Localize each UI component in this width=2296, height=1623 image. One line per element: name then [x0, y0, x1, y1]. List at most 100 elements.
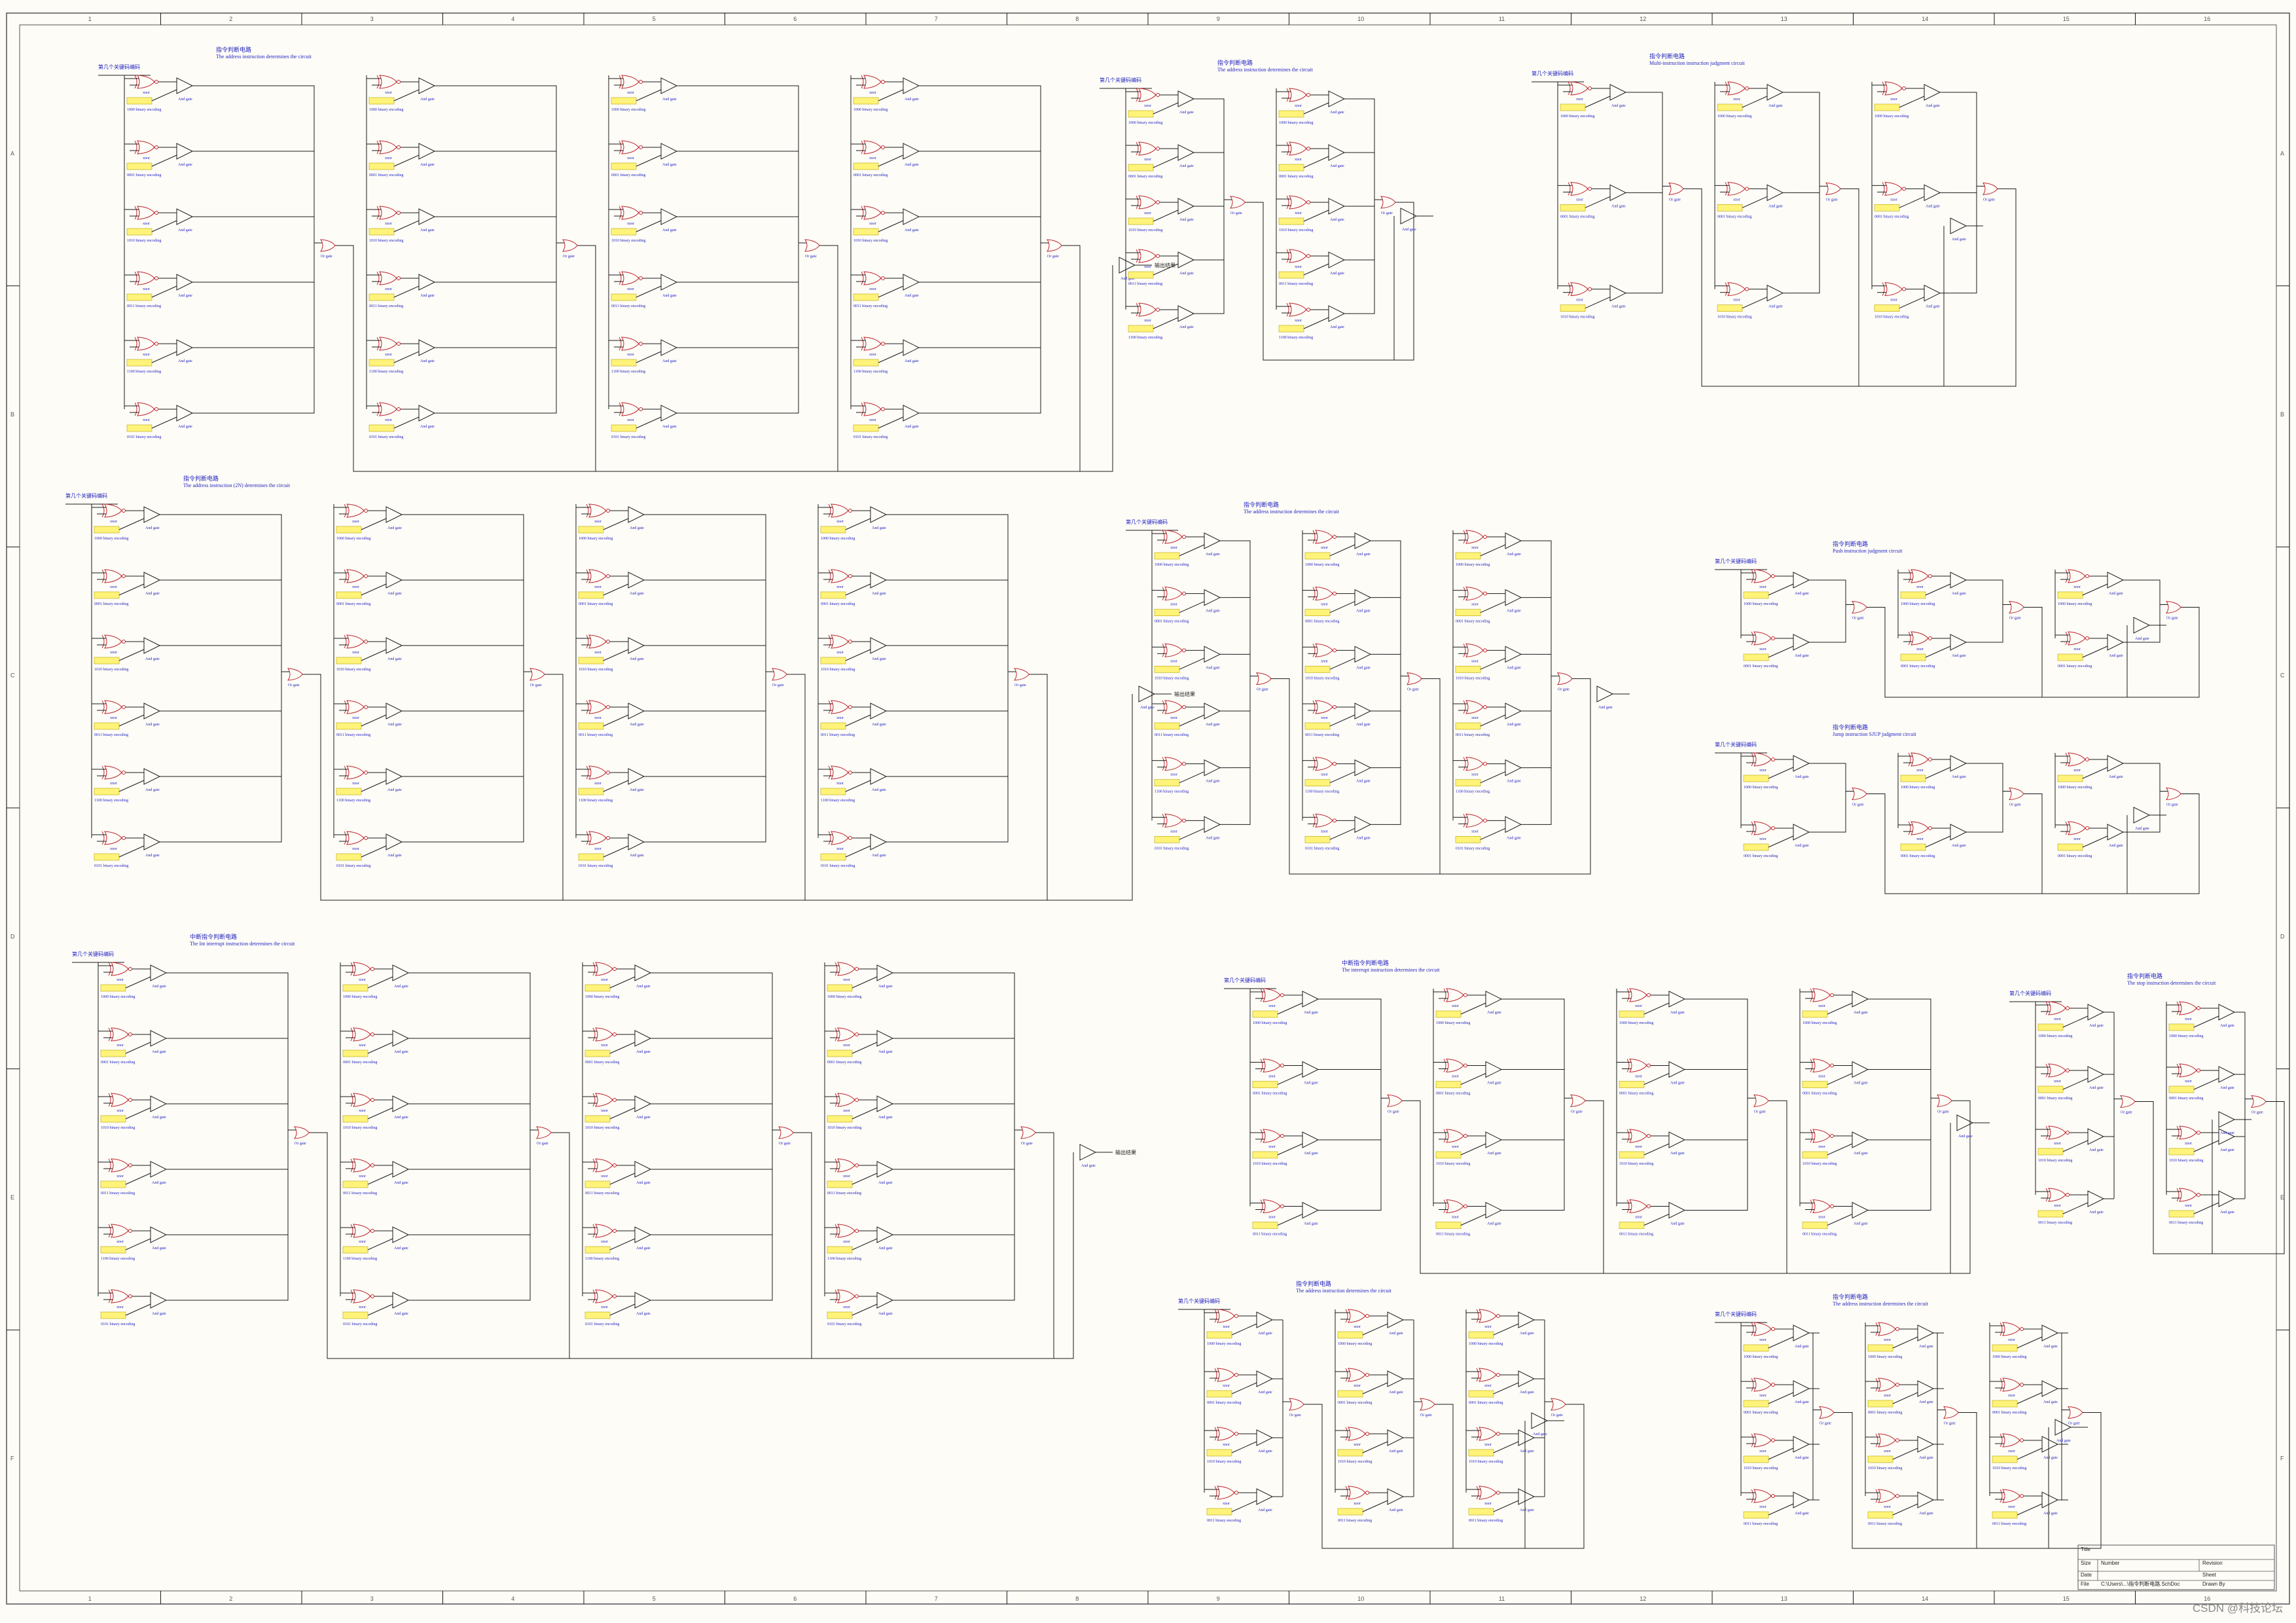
const-to-and: [1925, 835, 1951, 848]
or-body: [1230, 196, 1246, 209]
and-body: [176, 143, 194, 160]
xnor-label: xnor: [1471, 716, 1479, 720]
xnor-back-curve: [350, 1289, 353, 1304]
constant-note: [1304, 836, 1331, 843]
row-encoding-label: 0011 binary encoding: [1469, 1519, 1503, 1523]
and-label: And gate: [1330, 325, 1344, 329]
row-encoding-label: 1010 binary encoding: [1717, 316, 1751, 319]
or-body: [287, 668, 303, 681]
xnor-label: xnor: [1471, 773, 1479, 777]
xnor-back-curve: [1345, 1486, 1348, 1500]
constant-note: [342, 1180, 368, 1188]
xnor-bubble: [1333, 818, 1336, 823]
xnor-back-curve: [376, 140, 380, 155]
merge-wire: [1355, 202, 1375, 314]
row-encoding-label: 1010 binary encoding: [1338, 1460, 1372, 1464]
xnor-bubble: [1928, 757, 1932, 761]
block-subtitle: The Int interrupt instruction determines…: [190, 941, 295, 947]
xnor-back-curve: [1476, 1309, 1479, 1323]
and-body: [660, 143, 678, 160]
and-body: [2218, 1066, 2236, 1083]
and-body: [1256, 1370, 1274, 1387]
and-label: And gate: [152, 1312, 166, 1316]
constant-note: [1128, 271, 1154, 279]
xnor-label: xnor: [1916, 647, 1924, 651]
xnor-bubble: [1333, 705, 1336, 709]
xnor-gate: xnor: [1471, 1486, 1500, 1506]
row-encoding-label: 1000 binary encoding: [1436, 1021, 1470, 1025]
xnor-bubble: [1365, 1432, 1369, 1436]
merge-wire: [1937, 1412, 1944, 1445]
xnor-back-curve: [1626, 1059, 1630, 1072]
xnor-label: xnor: [385, 91, 392, 95]
and-label: And gate: [1507, 780, 1521, 784]
or-gate: Or gate: [1230, 196, 1246, 215]
xnor-label: xnor: [385, 156, 392, 160]
xnor-gate: xnor: [1308, 587, 1336, 607]
row-encoding-label: 0011 binary encoding: [2038, 1221, 2072, 1225]
and-label: And gate: [145, 723, 160, 727]
xnor-body: [1315, 643, 1333, 657]
and-body: [628, 768, 645, 785]
merge-wire: [1355, 152, 1375, 202]
and-label: And gate: [178, 294, 192, 298]
constant-note: [336, 853, 362, 861]
xnor-back-curve: [2065, 821, 2068, 835]
xnor-body: [1884, 181, 1903, 196]
constant-note: [1128, 164, 1154, 172]
or-label: Or gate: [2251, 1111, 2263, 1115]
row-encoding-label: 0011 binary encoding: [94, 733, 128, 737]
and-label: And gate: [1795, 1456, 1809, 1460]
xnor-bubble: [1182, 648, 1186, 653]
row-encoding-label: 0001 binary encoding: [1253, 1092, 1287, 1096]
constant-note: [820, 657, 846, 665]
xnor-label: xnor: [2073, 769, 2081, 773]
xnor-bubble: [848, 640, 852, 644]
merge-wire: [1204, 98, 1225, 202]
merge-wire: [655, 645, 766, 674]
and-body: [1256, 1311, 1274, 1328]
merge-wire: [1878, 998, 1931, 1101]
xnor-label: xnor: [869, 91, 876, 95]
frame-row-marker: E: [2280, 1194, 2284, 1201]
xnor-back-curve: [861, 75, 864, 89]
xnor-gate: xnor: [1563, 282, 1592, 302]
xnor-label: xnor: [1170, 603, 1177, 607]
xnor-label: xnor: [1484, 1384, 1492, 1388]
xnor-bubble: [1234, 1432, 1238, 1436]
xnor-gate: xnor: [1805, 1058, 1834, 1079]
xnor-back-curve: [1443, 1199, 1446, 1213]
and-gate: And gate: [1609, 184, 1627, 208]
constant-note: [94, 722, 120, 730]
xnor-body: [2068, 752, 2086, 767]
and-label: And gate: [1507, 610, 1521, 613]
xnor-body: [2002, 1322, 2020, 1336]
row-encoding-label: 1010 binary encoding: [821, 668, 855, 672]
xnor-gate: xnor: [339, 503, 368, 524]
xnor-label: xnor: [1890, 198, 1897, 202]
constant-note: [1743, 775, 1769, 782]
const-to-and: [878, 351, 904, 363]
row-encoding-label: 0011 binary encoding: [343, 1192, 377, 1195]
merge-wire: [1204, 202, 1225, 314]
and-body: [1518, 1429, 1535, 1446]
xnor-body: [863, 75, 882, 89]
or-body: [804, 239, 820, 252]
xnor-label: xnor: [1916, 585, 1924, 589]
and-gate: And gate: [634, 1030, 652, 1054]
frame-col-marker: 11: [1499, 16, 1505, 22]
xnor-body: [1727, 181, 1746, 196]
xnor-bubble: [855, 1098, 859, 1102]
xnor-back-curve: [2045, 1063, 2049, 1078]
xnor-back-curve: [344, 765, 347, 780]
xnor-body: [1878, 1489, 1896, 1503]
xnor-label: xnor: [359, 1305, 366, 1309]
and-gate: And gate: [1204, 589, 1221, 613]
xnor-body: [1263, 1129, 1281, 1143]
merge-wire: [1532, 678, 1552, 712]
merge-wire: [445, 151, 557, 246]
xnor-label: xnor: [1452, 1004, 1459, 1008]
frame-col-marker: 16: [2204, 16, 2210, 22]
